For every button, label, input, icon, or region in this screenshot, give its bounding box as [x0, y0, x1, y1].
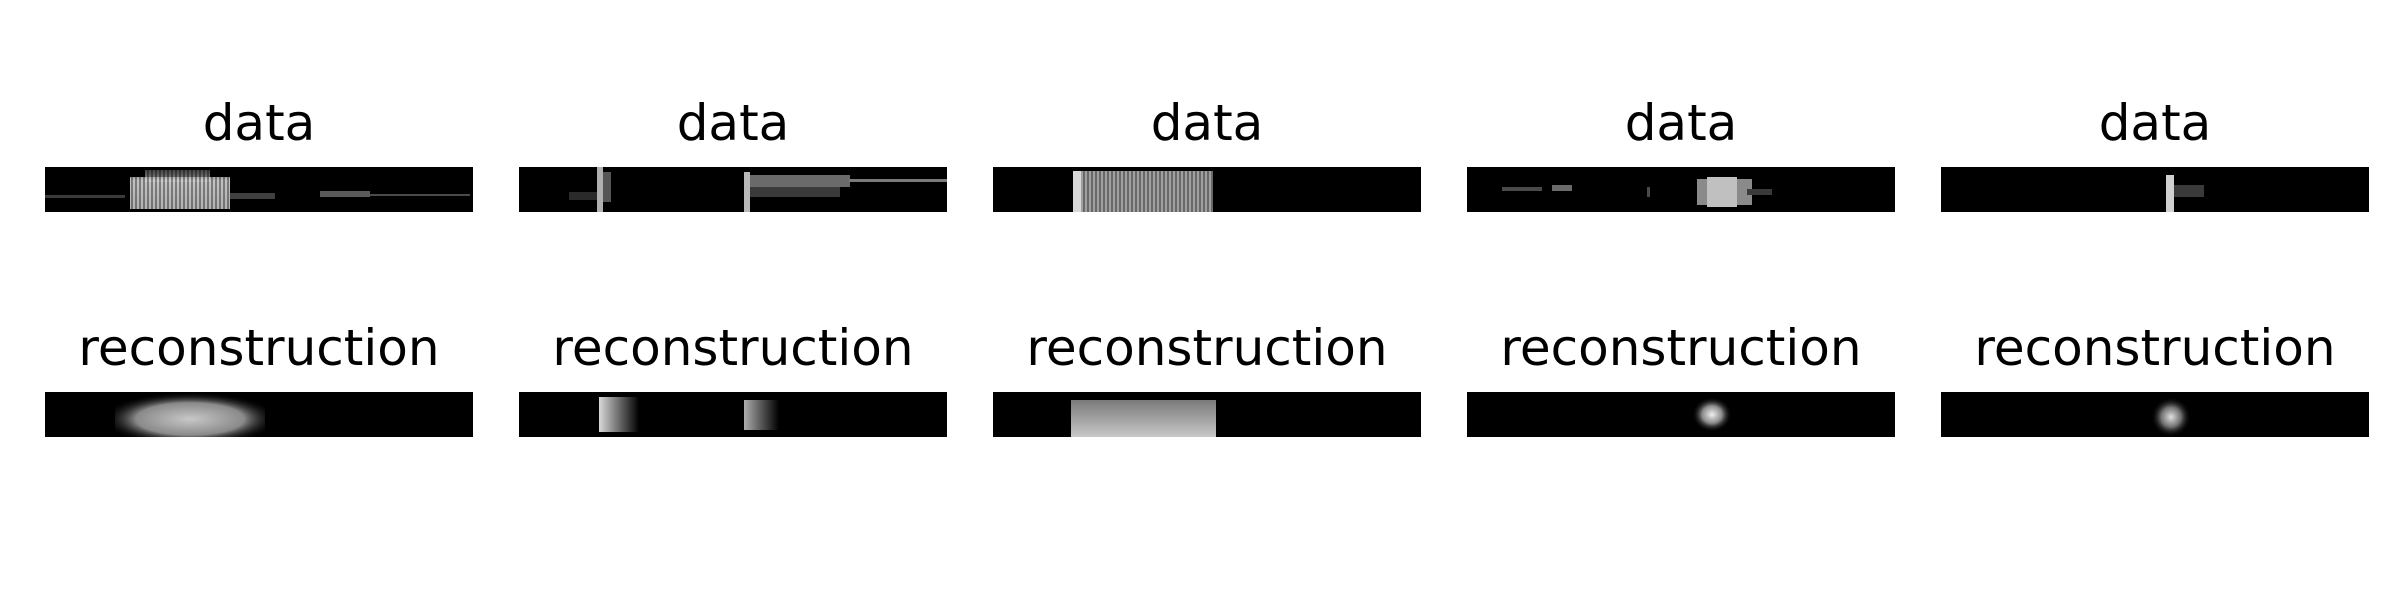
panel-title: reconstruction	[1026, 319, 1388, 377]
panel-title: data	[2098, 94, 2212, 152]
reconstruction-image	[1467, 392, 1895, 437]
spectrogram-image	[993, 167, 1421, 212]
panel-title: reconstruction	[78, 319, 440, 377]
reconstruction-image	[45, 392, 473, 437]
reconstruction-image	[519, 392, 947, 437]
panel-title: reconstruction	[1500, 319, 1862, 377]
spectrogram-image	[1941, 167, 2369, 212]
spectrogram-image	[519, 167, 947, 212]
panel-title: data	[202, 94, 316, 152]
panel-title: data	[676, 94, 790, 152]
spectrogram-image	[45, 167, 473, 212]
reconstruction-image	[993, 392, 1421, 437]
spectrogram-image	[1467, 167, 1895, 212]
panel-title: reconstruction	[1974, 319, 2336, 377]
panel-title: reconstruction	[552, 319, 914, 377]
panel-title: data	[1624, 94, 1738, 152]
panel-title: data	[1150, 94, 1264, 152]
reconstruction-image	[1941, 392, 2369, 437]
